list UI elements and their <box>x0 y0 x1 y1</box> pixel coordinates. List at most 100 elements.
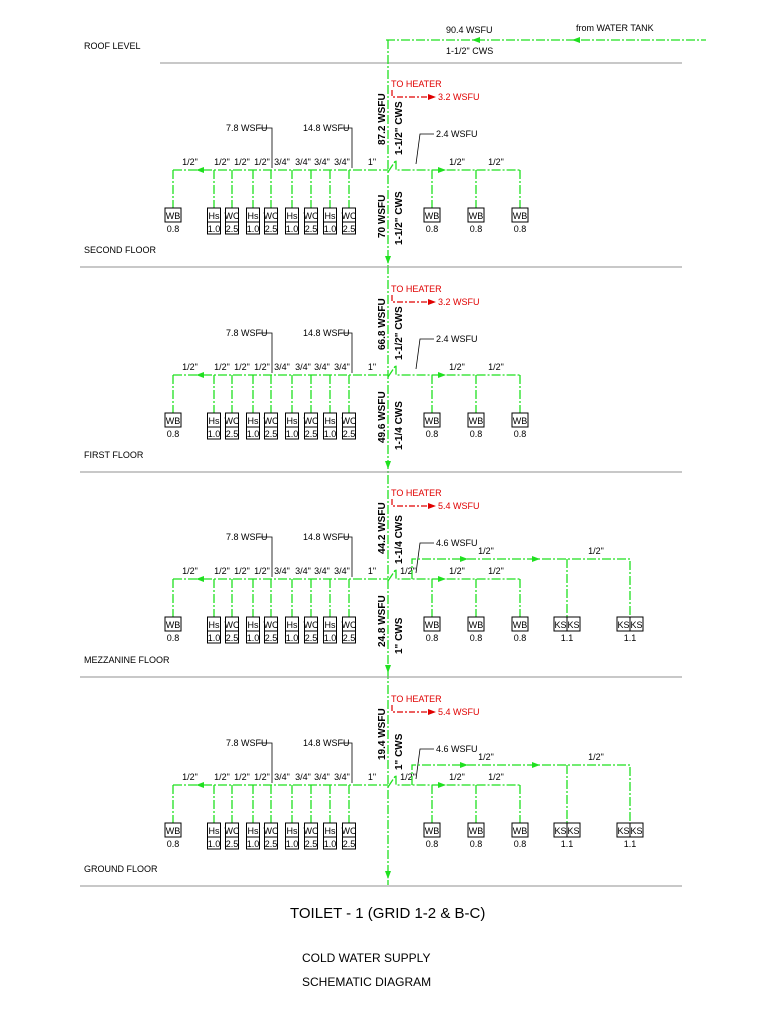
riser-up-load: 66.8 WSFU <box>377 298 388 350</box>
fixture-value-box <box>264 221 278 235</box>
left-flow-arrow <box>196 576 204 582</box>
fixture-code: Hs <box>248 211 259 221</box>
fixture-value: 0.8 <box>426 429 439 439</box>
fixture-code: Hs <box>209 416 220 426</box>
left-flow-arrow <box>196 167 204 173</box>
pipe-size-label: 1/2" <box>214 772 230 782</box>
fixture-code: WB <box>469 211 484 221</box>
fixture-value: 2.5 <box>226 633 239 643</box>
fixture-value: 0.8 <box>514 224 527 234</box>
left-callout-2: 14.8 WSFU <box>303 123 350 133</box>
fixture-code: WB <box>166 620 181 630</box>
pipe-size-label: 1/2" <box>214 566 230 576</box>
fixture-code: KS <box>567 826 579 836</box>
left-callout-2: 14.8 WSFU <box>303 328 350 338</box>
pipe-size-label: 3/4" <box>334 772 350 782</box>
roof-level-label: ROOF LEVEL <box>84 41 141 51</box>
fixture-value: 1.1 <box>561 633 574 643</box>
floor-name: FIRST FLOOR <box>84 450 144 460</box>
ks-flow-arrow <box>460 556 468 562</box>
fixture-value: 0.8 <box>167 429 180 439</box>
pipe-size-label: 1/2" <box>588 546 604 556</box>
fixture-value: 1.0 <box>286 839 299 849</box>
pipe-size-label: 3/4" <box>295 157 311 167</box>
pipe-size-label: 1" <box>368 566 376 576</box>
riser-flow-arrow <box>385 256 391 264</box>
riser-down-load: 24.8 WSFU <box>377 595 388 647</box>
callout-leader <box>340 536 353 577</box>
fixture-value-box <box>285 426 299 440</box>
floor-2: MEZZANINE FLOORWB0.8Hs1.0WC2.5Hs1.0WC2.5… <box>80 488 682 678</box>
heater-load: 3.2 WSFU <box>438 297 480 307</box>
fixture-value: 1.1 <box>624 839 637 849</box>
pipe-size-label: 1" <box>368 157 376 167</box>
fixture-value: 2.5 <box>226 224 239 234</box>
riser-down-load: 49.6 WSFU <box>377 391 388 443</box>
right-branch-pipe <box>387 157 520 173</box>
fixture-code: KS <box>617 826 629 836</box>
fixture-code: WB <box>166 826 181 836</box>
fixture-code: KS <box>554 620 566 630</box>
riser-up-load: 44.2 WSFU <box>377 502 388 554</box>
riser-down-pipe: 1" CWS <box>394 617 405 654</box>
callout-leader <box>340 742 353 783</box>
pipe-size-label: 3/4" <box>295 566 311 576</box>
fixture-value: 1.0 <box>286 633 299 643</box>
fixture-value: 1.0 <box>324 633 337 643</box>
fixture-box-wb <box>467 616 485 632</box>
fixture-value-box <box>304 630 318 644</box>
heater-arrow <box>428 299 436 305</box>
roof-section: ROOF LEVEL from WATER TANK 90.4 WSFU 1-1… <box>84 23 706 64</box>
fixture-value-box <box>323 426 337 440</box>
fixture-value-box <box>246 630 260 644</box>
pipe-size-label: 3/4" <box>274 566 290 576</box>
pipe-size-label: 1/2" <box>254 157 270 167</box>
pipe-size-label: 3/4" <box>295 362 311 372</box>
heater-pipe <box>391 295 430 303</box>
fixture-box-wb <box>423 616 441 632</box>
fixture-value-box <box>304 221 318 235</box>
right-flow-arrow <box>438 372 446 378</box>
fixture-box-wb <box>467 207 485 223</box>
heater-arrow <box>428 503 436 509</box>
fixture-value: 0.8 <box>167 224 180 234</box>
heater-load: 5.4 WSFU <box>438 501 480 511</box>
pipe-size-label: 1/2" <box>234 566 250 576</box>
fixture-value-box <box>207 426 221 440</box>
fixture-code: WB <box>166 211 181 221</box>
fixture-box-wb <box>423 412 441 428</box>
fixture-code: WC <box>225 211 240 221</box>
fixture-value-box <box>323 221 337 235</box>
subtitle-line-2: SCHEMATIC DIAGRAM <box>302 975 431 989</box>
callout-leader <box>340 332 353 373</box>
fixture-value-box <box>264 836 278 850</box>
fixture-code: Hs <box>325 211 336 221</box>
right-branch-pipe <box>387 772 520 788</box>
diagram-title: TOILET - 1 (GRID 1-2 & B-C) <box>290 905 485 922</box>
fixture-value-box <box>225 836 239 850</box>
fixture-code: WB <box>425 416 440 426</box>
roof-flow-arrow-2 <box>472 37 480 43</box>
fixture-box-wb <box>511 412 529 428</box>
fixture-value: 1.0 <box>208 224 221 234</box>
fixture-code: WB <box>425 826 440 836</box>
riser-up-load: 87.2 WSFU <box>377 93 388 145</box>
fixture-value-box <box>342 836 356 850</box>
fixture-value: 1.1 <box>624 633 637 643</box>
callout-leader <box>258 536 273 577</box>
pipe-size-label: 1/2" <box>449 362 465 372</box>
fixture-value: 0.8 <box>426 224 439 234</box>
right-callout: 4.6 WSFU <box>436 538 478 548</box>
right-callout: 2.4 WSFU <box>436 129 478 139</box>
fixture-value: 1.0 <box>324 429 337 439</box>
heater-label: TO HEATER <box>391 694 442 704</box>
heater-label: TO HEATER <box>391 284 442 294</box>
pipe-size-label: 1/2" <box>214 362 230 372</box>
left-callout-1: 7.8 WSFU <box>226 532 268 542</box>
fixture-value: 1.0 <box>286 224 299 234</box>
callout-leader <box>258 742 273 783</box>
fixture-code: WB <box>469 826 484 836</box>
fixture-value: 0.8 <box>514 633 527 643</box>
riser-up-load: 19.4 WSFU <box>377 708 388 760</box>
callout-leader <box>415 133 434 165</box>
